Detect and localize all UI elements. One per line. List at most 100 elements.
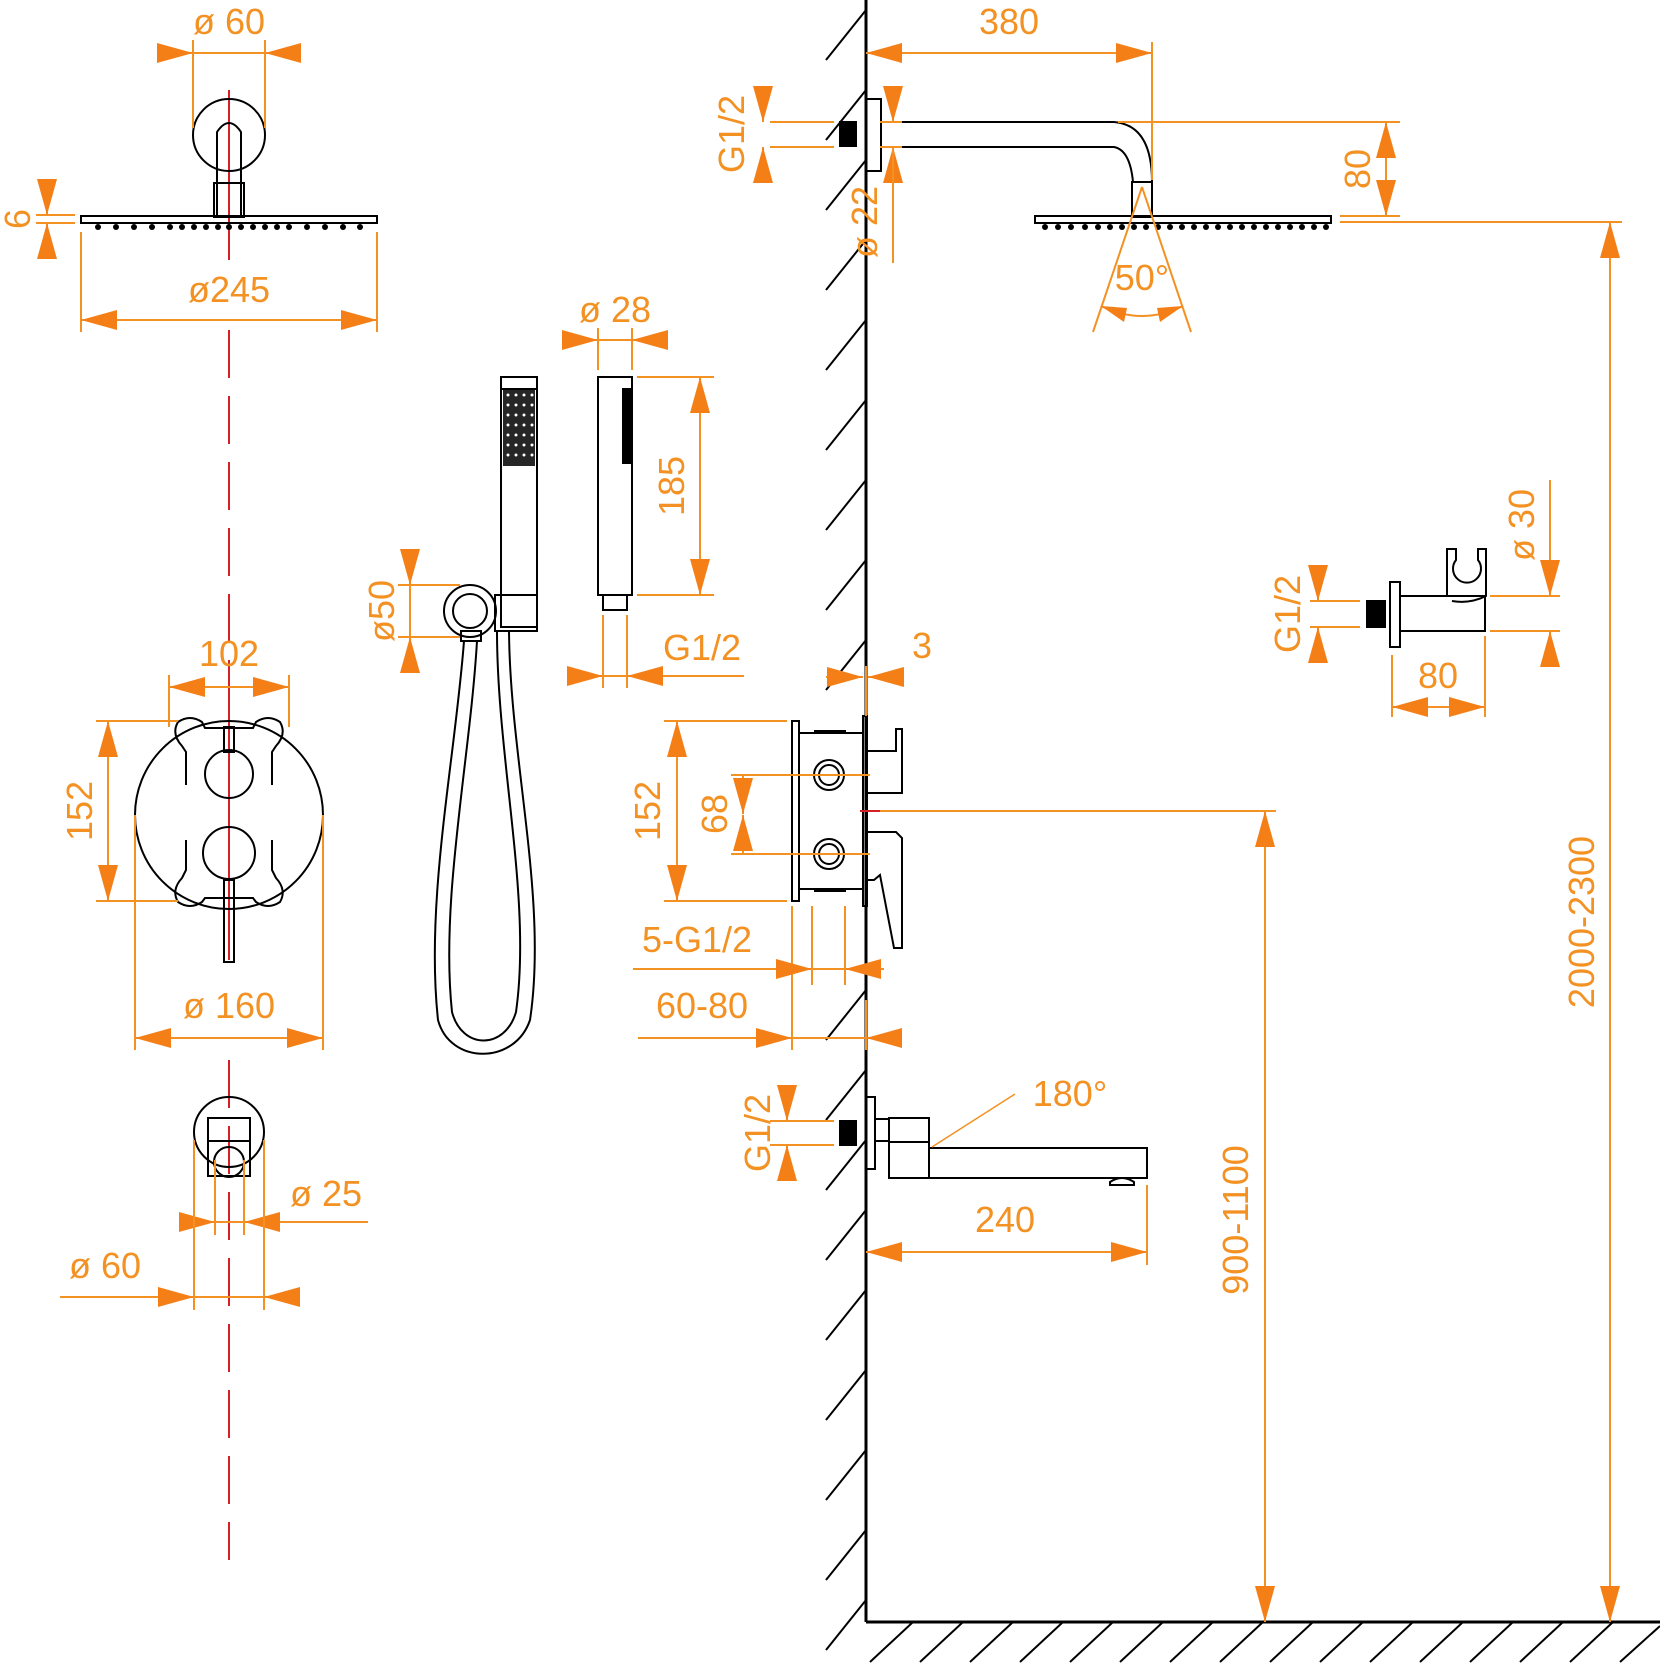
valve-back-plate — [791, 720, 800, 902]
diverter-knob — [204, 749, 254, 799]
spout-pipe — [928, 1147, 1148, 1179]
dim-head-height-floor: 2000-2300 — [1340, 221, 1622, 1622]
hand-shower-set — [433, 376, 633, 1055]
label-arm-dia: ø 22 — [844, 186, 885, 258]
handshower-holder-side — [1366, 548, 1487, 648]
dim-spout-rotation: 180° — [931, 1073, 1107, 1148]
label-spray-angle: 50° — [1115, 257, 1169, 298]
holder-clip — [1446, 548, 1487, 603]
arm-inlet-thread — [839, 121, 857, 147]
label-valve-ports-spacing: 68 — [694, 794, 735, 834]
valve-bottom-clip — [814, 888, 846, 892]
label-spout-length: 240 — [975, 1199, 1035, 1240]
spray-holes — [506, 393, 534, 457]
holder-inlet-thread — [1366, 600, 1386, 628]
label-head-height-floor: 2000-2300 — [1561, 836, 1602, 1008]
label-valve-ports: 5-G1/2 — [642, 919, 752, 960]
label-spout-dia: ø 25 — [290, 1173, 362, 1214]
mixer-lever — [223, 879, 235, 963]
label-plate-height: 152 — [59, 781, 100, 841]
arm-bottom-edge — [881, 146, 1134, 183]
arm-top-edge — [881, 121, 1153, 183]
dim-plate-dia: ø 160 — [134, 815, 324, 1050]
label-holder-inlet: G1/2 — [1267, 575, 1308, 653]
dim-holder-inlet: G1/2 — [1267, 565, 1360, 663]
label-arm-length: 380 — [979, 1, 1039, 42]
label-head-dia: ø245 — [188, 269, 270, 310]
dim-install-depth: 60-80 — [638, 985, 902, 1050]
spray-face — [503, 390, 535, 466]
hand-shower-front — [500, 376, 538, 628]
outlet-nut — [460, 630, 482, 642]
dim-arm-inlet: G1/2 — [711, 86, 834, 183]
dim-head-thickness: 6 — [0, 179, 75, 259]
label-outlet-dia: ø50 — [361, 580, 402, 642]
label-spout-rotation: 180° — [1033, 1073, 1107, 1114]
mixer-lever-side — [867, 831, 903, 949]
holder-body — [1399, 595, 1486, 632]
diverter-handle — [223, 726, 235, 753]
outlet-flange — [443, 584, 497, 638]
spout-flange — [193, 1096, 265, 1168]
spout-aerator — [1109, 1177, 1135, 1186]
arm-wall-flange — [865, 98, 882, 172]
dim-handshower-length: 185 — [637, 376, 714, 596]
label-handshower-length: 185 — [651, 456, 692, 516]
shower-head-front — [80, 98, 378, 230]
dim-holder-dia: ø 30 — [1490, 480, 1560, 667]
head-plate-side — [1034, 215, 1332, 224]
dim-spout-dia: ø 25 — [179, 1160, 368, 1235]
label-arm-drop: 80 — [1337, 149, 1378, 189]
label-spout-flange-dia: ø 60 — [69, 1245, 141, 1286]
label-valve-height-floor: 900-1100 — [1215, 1145, 1256, 1294]
dim-valve-height: 152 — [627, 720, 787, 902]
hose-inner — [448, 630, 522, 1042]
dim-handshower-dia: ø 28 — [562, 289, 668, 370]
label-holder-dia: ø 30 — [1501, 489, 1542, 561]
wall-hatch — [825, 9, 867, 1651]
floor-hatch — [869, 1621, 1660, 1663]
label-spout-inlet: G1/2 — [737, 1094, 778, 1172]
spout-side — [839, 1096, 1148, 1186]
valve-top-clip — [814, 730, 846, 734]
label-install-depth: 60-80 — [656, 985, 748, 1026]
dim-spray-angle: 50° — [1092, 186, 1192, 333]
dim-spout-flange-dia: ø 60 — [60, 1140, 300, 1310]
hose-outer — [433, 630, 536, 1055]
label-handshower-thread: G1/2 — [663, 627, 741, 668]
diverter-handle-side — [867, 728, 903, 794]
dim-arm-dia: ø 22 — [844, 86, 903, 263]
dim-arm-drop: 80 — [1118, 121, 1400, 217]
dim-arm-length: 380 — [866, 1, 1153, 180]
shower-plate — [80, 215, 378, 224]
dim-spout-inlet: G1/2 — [737, 1085, 834, 1181]
mounting-frame — [174, 717, 284, 907]
holder-flange — [1389, 581, 1401, 648]
wall-flange — [192, 98, 266, 172]
dim-outlet-dia: ø50 — [361, 549, 460, 673]
dim-valve-ports: 5-G1/2 — [633, 906, 884, 1050]
valve-side — [791, 715, 903, 949]
label-holder-length: 80 — [1418, 655, 1458, 696]
head-nozzles-side — [1042, 224, 1329, 230]
valve-body — [798, 732, 864, 890]
label-plate-width: 102 — [199, 633, 259, 674]
nozzles — [95, 224, 363, 230]
label-plate-offset: 3 — [912, 625, 932, 666]
dim-head-dia: ø245 — [80, 232, 378, 332]
spout-inlet-thread — [839, 1120, 857, 1146]
dim-spout-length: 240 — [866, 1185, 1148, 1265]
dim-holder-length: 80 — [1391, 636, 1486, 717]
floor — [866, 1620, 1660, 1663]
dim-handshower-thread: G1/2 — [567, 615, 744, 688]
spout-swivel — [874, 1118, 890, 1142]
label-flange-top-dia: ø 60 — [193, 1, 265, 42]
label-arm-inlet: G1/2 — [711, 95, 752, 173]
hand-shower-thread — [602, 594, 628, 611]
spray-face-side — [622, 388, 632, 464]
shower-arm-side — [839, 98, 1332, 230]
dim-flange-top-dia: ø 60 — [157, 1, 301, 128]
label-valve-height: 152 — [627, 781, 668, 841]
dim-plate-height: 152 — [59, 720, 178, 902]
